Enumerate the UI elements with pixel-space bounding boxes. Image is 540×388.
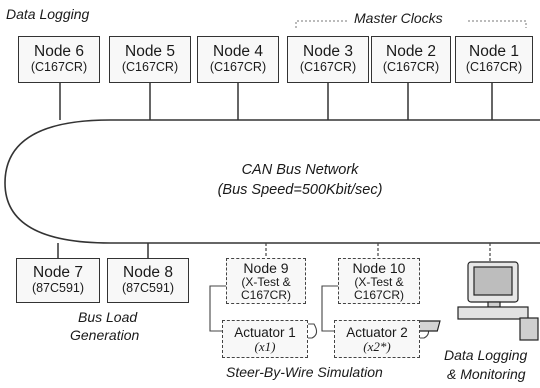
node-9: Node 9 (X-Test & C167CR) — [226, 258, 306, 304]
node-1-name: Node 1 — [456, 43, 532, 60]
data-logging-top-label: Data Logging — [6, 6, 89, 22]
can-bus-title: CAN Bus Network (Bus Speed=500Kbit/sec) — [150, 160, 450, 200]
node-1-chip: (C167CR) — [456, 60, 532, 75]
node-4-name: Node 4 — [198, 43, 278, 60]
actuator-1-name: Actuator 1 — [223, 325, 307, 340]
logging-label-line1: Data Logging — [444, 347, 527, 363]
node-8-name: Node 8 — [108, 264, 188, 281]
bus-load-label-line1: Bus Load — [78, 309, 137, 325]
node-1: Node 1 (C167CR) — [455, 36, 533, 83]
node-5-name: Node 5 — [110, 43, 190, 60]
node-7-chip: (87C591) — [17, 281, 99, 296]
node-3-name: Node 3 — [288, 43, 368, 60]
node-8: Node 8 (87C591) — [107, 258, 189, 303]
actuator-1-param: (x1) — [223, 340, 307, 354]
node-10: Node 10 (X-Test & C167CR) — [338, 258, 420, 304]
node-2: Node 2 (C167CR) — [371, 36, 451, 83]
node-10-chip-line2: C167CR) — [339, 289, 419, 302]
master-clocks-label: Master Clocks — [354, 10, 443, 26]
node-4: Node 4 (C167CR) — [197, 36, 279, 83]
actuator-2: Actuator 2 (x2*) — [334, 320, 420, 358]
loop-node9-act1-right — [308, 324, 317, 338]
can-bus-speed: (Bus Speed=500Kbit/sec) — [150, 180, 450, 200]
actuator-1: Actuator 1 (x1) — [222, 320, 308, 358]
bus-load-label-line2: Generation — [70, 327, 139, 343]
actuator-2-param: (x2*) — [335, 340, 419, 354]
actuator-2-name: Actuator 2 — [335, 325, 419, 340]
node-6-name: Node 6 — [19, 43, 99, 60]
node-3-chip: (C167CR) — [288, 60, 368, 75]
node-3: Node 3 (C167CR) — [287, 36, 369, 83]
node-7: Node 7 (87C591) — [16, 258, 100, 303]
logging-label-line2: & Monitoring — [447, 366, 526, 382]
steer-by-wire-label: Steer-By-Wire Simulation — [226, 364, 383, 380]
node-9-chip-line2: C167CR) — [227, 289, 305, 302]
node-4-chip: (C167CR) — [198, 60, 278, 75]
node-2-name: Node 2 — [372, 43, 450, 60]
can-bus-name: CAN Bus Network — [150, 160, 450, 180]
node-8-chip: (87C591) — [108, 281, 188, 296]
node-10-name: Node 10 — [339, 261, 419, 276]
node-5-chip: (C167CR) — [110, 60, 190, 75]
node-5: Node 5 (C167CR) — [109, 36, 191, 83]
node-2-chip: (C167CR) — [372, 60, 450, 75]
node-6: Node 6 (C167CR) — [18, 36, 100, 83]
node-6-chip: (C167CR) — [19, 60, 99, 75]
node-9-name: Node 9 — [227, 261, 305, 276]
node-7-name: Node 7 — [17, 264, 99, 281]
